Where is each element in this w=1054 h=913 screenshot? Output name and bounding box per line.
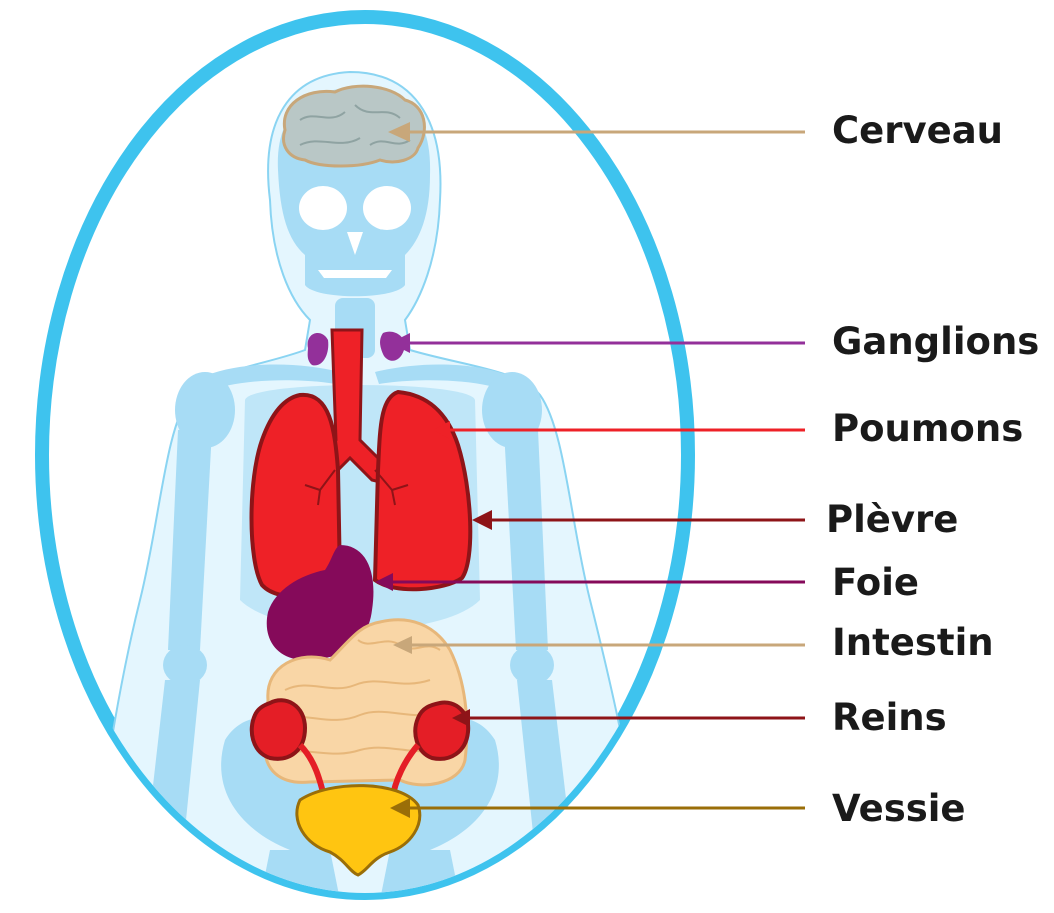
label-vessie: Vessie (832, 787, 966, 830)
right-kidney (415, 703, 468, 759)
label-cerveau: Cerveau (832, 109, 1003, 152)
left-kidney (252, 700, 305, 758)
organ-labels: Cerveau Ganglions Poumons Plèvre Foie In… (826, 109, 1039, 830)
label-foie: Foie (832, 561, 919, 604)
label-poumons: Poumons (832, 407, 1023, 450)
label-ganglions: Ganglions (832, 320, 1039, 363)
label-reins: Reins (832, 696, 947, 739)
label-plevre: Plèvre (826, 498, 958, 541)
label-intestin: Intestin (832, 621, 994, 664)
